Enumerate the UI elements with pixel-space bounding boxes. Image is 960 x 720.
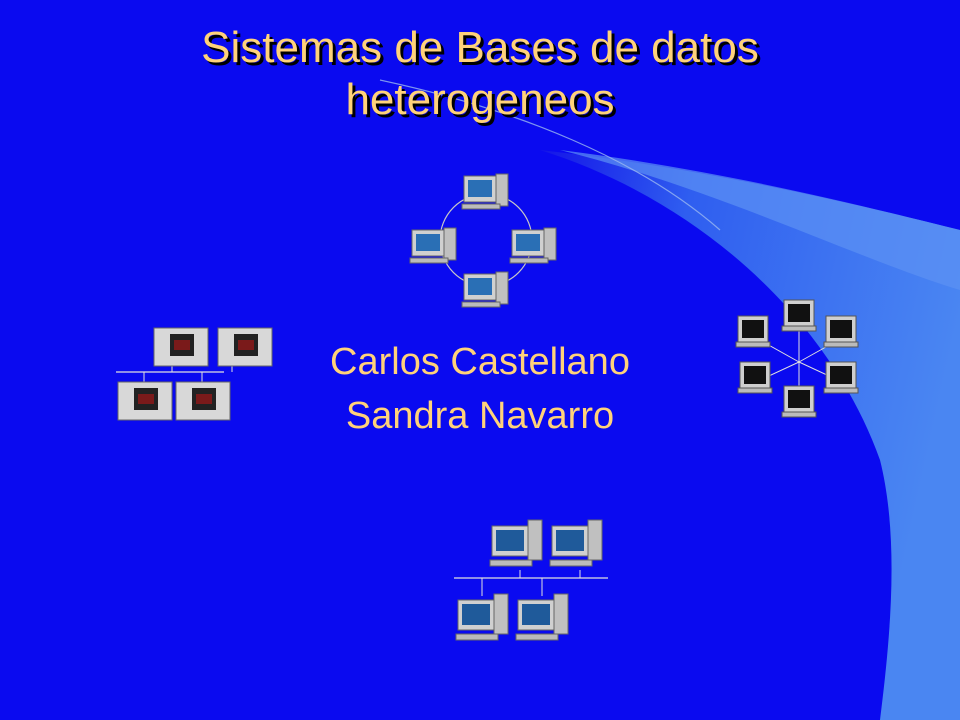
computer-icon [735,315,771,348]
title-line-1: Sistemas de Bases de datos [201,23,759,72]
computer-icon [549,519,603,567]
computer-icon [409,227,457,264]
computer-icon [489,519,543,567]
computer-icon [781,299,817,332]
computer-icon [823,361,859,394]
computer-icon [153,327,209,367]
computer-icon [515,593,569,641]
computer-icon [737,361,773,394]
bus-network-icon-left [116,327,273,421]
slide-title: Sistemas de Bases de datos heterogeneos [100,22,860,126]
star-network-icon [735,299,859,418]
ring-network-icon [409,173,557,308]
author-name: Carlos Castellano [330,341,630,383]
computer-icon [175,381,231,421]
title-line-2: heterogeneos [345,75,615,124]
computer-icon [823,315,859,348]
computer-icon [461,271,509,308]
computer-icon [781,385,817,418]
computer-icon [461,173,509,210]
computer-icon [217,327,273,367]
computer-icon [455,593,509,641]
computer-icon [117,381,173,421]
author-name: Sandra Navarro [345,395,615,437]
computer-icon [509,227,557,264]
bus-network-icon-bottom [454,519,608,641]
